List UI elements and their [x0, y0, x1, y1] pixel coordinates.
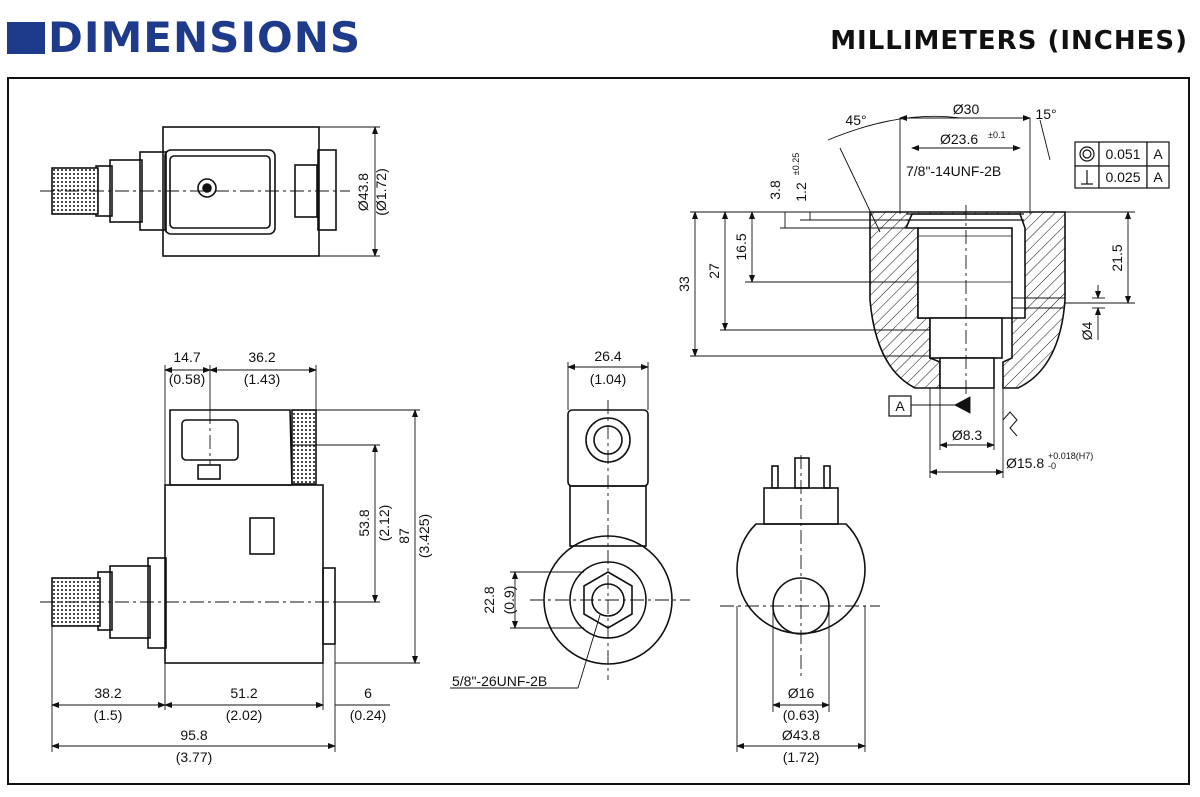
dim-27: 27 — [706, 263, 722, 279]
dim-d4: Ø4 — [1079, 321, 1095, 340]
dim-53-8-in: (2.12) — [376, 505, 392, 542]
side-view — [40, 409, 360, 664]
tol2-value: 0.025 — [1105, 169, 1140, 185]
dim-coil-16-in: (0.63) — [783, 707, 820, 723]
top-view — [40, 126, 380, 257]
dim-3-8: 3.8 — [767, 180, 783, 200]
cavity-thread-label: 7/8"-14UNF-2B — [906, 163, 1001, 179]
top-dia-in: (Ø1.72) — [373, 168, 389, 215]
front-thread-label: 5/8"-26UNF-2B — [452, 673, 547, 689]
dim-d30: Ø30 — [953, 101, 980, 117]
dim-14-7-mm: 14.7 — [173, 349, 200, 365]
side-view-dimensions — [51, 365, 420, 752]
dim-21-5: 21.5 — [1109, 244, 1125, 271]
dim-d15-8-tol-low: -0 — [1048, 461, 1056, 471]
top-view-coil-body — [162, 126, 320, 257]
front-view-connector — [567, 409, 649, 487]
dim-6-mm: 6 — [364, 685, 372, 701]
top-view-screw — [197, 178, 217, 198]
dim-26-4-in: (1.04) — [590, 371, 627, 387]
dim-53-8-mm: 53.8 — [356, 509, 372, 536]
side-view-coil-body — [164, 484, 324, 664]
side-view-connector — [169, 409, 293, 486]
dim-d23-6-tol: ±0.1 — [988, 130, 1005, 140]
dim-87-mm: 87 — [396, 528, 412, 544]
dim-51-2-in: (2.02) — [226, 707, 263, 723]
front-view-dimensions — [450, 362, 649, 689]
dim-22-8-in: (0.9) — [501, 586, 517, 615]
header: DIMENSIONS MILLIMETERS (INCHES) — [0, 0, 1200, 70]
datum-a-box — [888, 395, 912, 417]
dim-d15-8: Ø15.8 — [1006, 455, 1044, 471]
tol1-ref: A — [1153, 146, 1163, 162]
angle-45: 45° — [845, 112, 866, 128]
dim-38-2-mm: 38.2 — [94, 685, 121, 701]
dim-36-2-mm: 36.2 — [248, 349, 275, 365]
datum-a-label: A — [895, 398, 905, 414]
dim-51-2-mm: 51.2 — [230, 685, 257, 701]
top-view-connector — [164, 149, 276, 235]
dim-d8-3: Ø8.3 — [952, 427, 983, 443]
dim-33: 33 — [676, 276, 692, 292]
dim-95-8-in: (3.77) — [176, 749, 213, 765]
dim-1-2-tol: ±0.25 — [791, 153, 801, 175]
page-title: DIMENSIONS — [48, 13, 362, 62]
tolerance-frames — [1074, 141, 1170, 189]
dim-14-7-in: (0.58) — [169, 371, 206, 387]
dim-6-in: (0.24) — [350, 707, 387, 723]
tol1-value: 0.051 — [1105, 146, 1140, 162]
front-view — [530, 400, 690, 680]
dim-d15-8-tol: +0.018(H7) — [1048, 451, 1093, 461]
dim-95-8-mm: 95.8 — [180, 727, 207, 743]
dim-22-8-mm: 22.8 — [481, 586, 497, 613]
top-dia-mm: Ø43.8 — [355, 173, 371, 211]
angle-15: 15° — [1035, 106, 1056, 122]
coil-view — [720, 455, 880, 680]
tol2-ref: A — [1153, 169, 1163, 185]
cavity-dimensions — [690, 115, 1135, 478]
dim-coil-16-mm: Ø16 — [788, 685, 815, 701]
dim-coil-43-8-mm: Ø43.8 — [782, 727, 820, 743]
drawing-frame — [7, 77, 1190, 785]
dim-87-in: (3.425) — [416, 514, 432, 558]
dim-38-2-in: (1.5) — [94, 707, 123, 723]
units-label: MILLIMETERS (INCHES) — [830, 26, 1188, 56]
dim-d23-6: Ø23.6 — [940, 131, 978, 147]
dim-16-5: 16.5 — [733, 233, 749, 260]
title-accent-block — [7, 22, 45, 54]
dim-36-2-in: (1.43) — [244, 371, 281, 387]
cavity-section — [869, 205, 1066, 395]
dim-1-2: 1.2 — [793, 182, 809, 202]
coil-view-dimensions — [736, 606, 866, 752]
dim-26-4-mm: 26.4 — [594, 348, 621, 364]
dim-coil-43-8-in: (1.72) — [783, 749, 820, 765]
